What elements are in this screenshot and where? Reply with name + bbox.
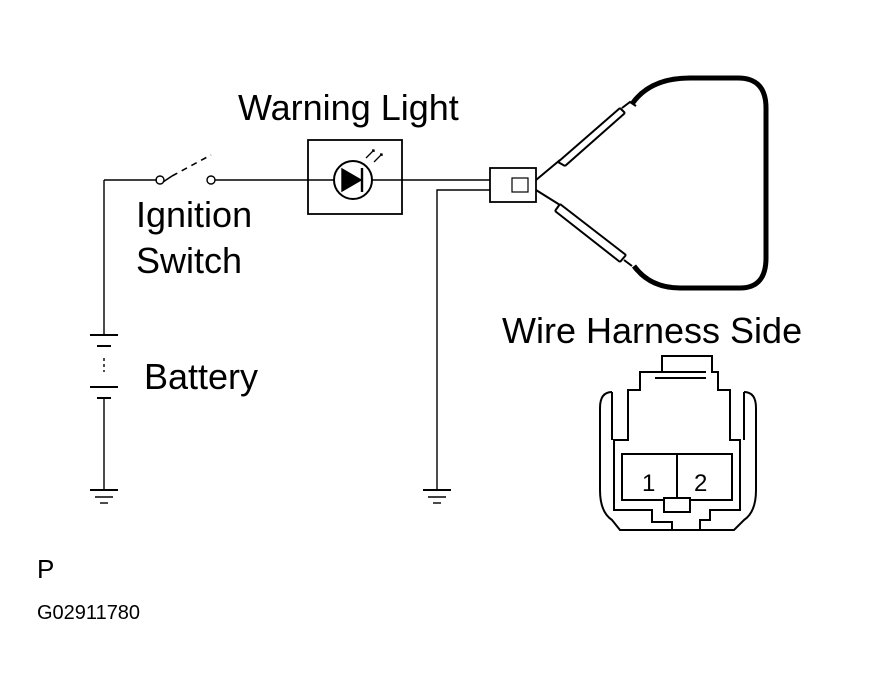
ground-wire: [436, 189, 490, 490]
warning-light-box: [307, 139, 403, 215]
ground-symbol-right: [423, 489, 451, 504]
ground-symbol-left: [90, 489, 118, 504]
wire-harness-side-label: Wire Harness Side: [502, 310, 803, 351]
harness-connector-drawing: [599, 355, 757, 531]
warning-light-led-icon: [333, 149, 383, 200]
connector-block: [489, 167, 537, 203]
battery-label: Battery: [144, 356, 259, 397]
test-lead-lower: [535, 189, 633, 267]
connector-pin-2: 2: [694, 470, 708, 497]
ignition-switch-label-line2: Switch: [136, 240, 243, 281]
connector-pin-1: 1: [642, 470, 656, 497]
ignition-switch-symbol: [155, 154, 216, 185]
ignition-switch-label-line1: Ignition: [136, 194, 253, 235]
test-lead-upper: [535, 100, 637, 181]
warning-light-label: Warning Light: [238, 87, 459, 128]
jumper-wire-loop: [629, 75, 769, 291]
battery-symbol: [90, 334, 118, 399]
page-code: P: [37, 554, 55, 584]
figure-id: G02911780: [37, 602, 141, 624]
